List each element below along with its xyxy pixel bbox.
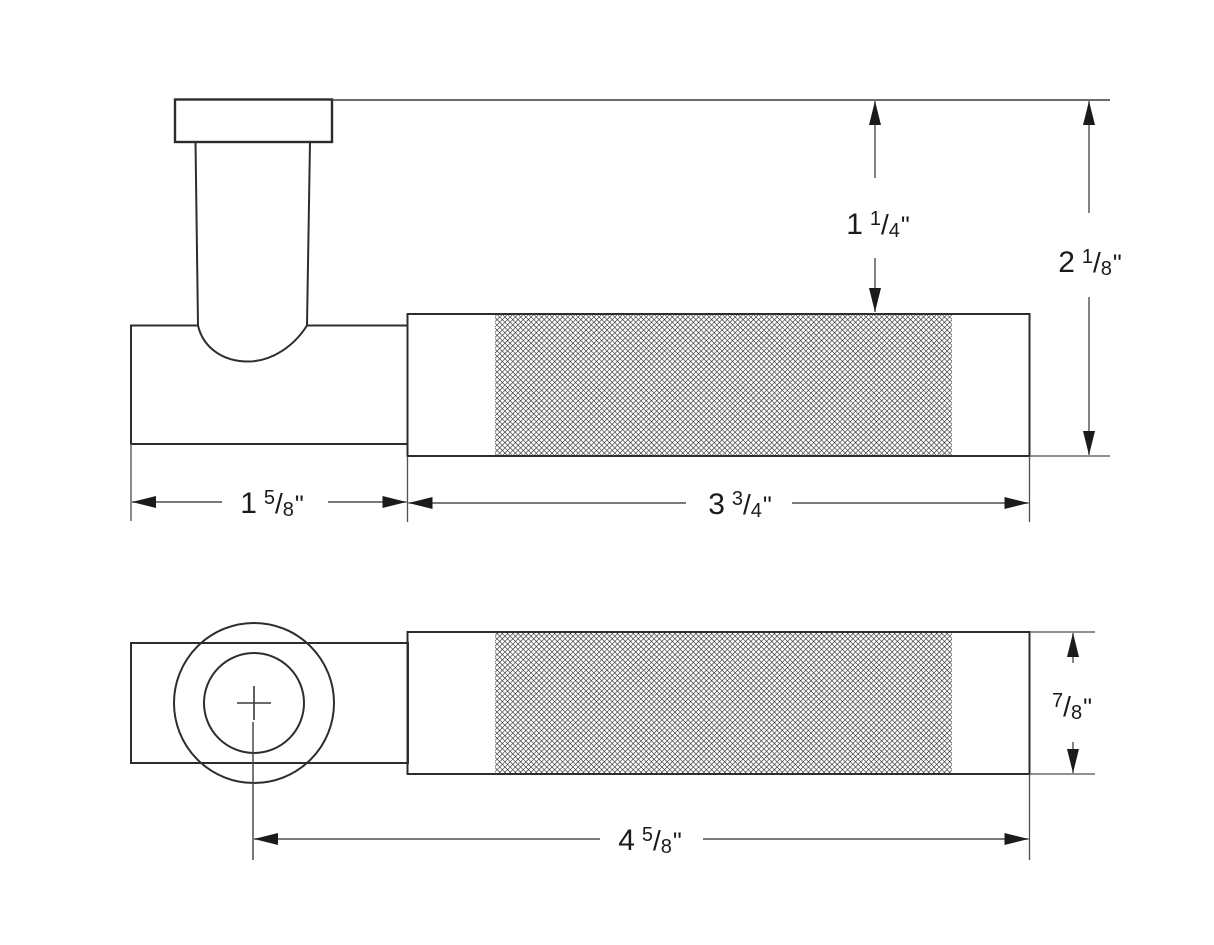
knurl-texture-top xyxy=(495,633,952,773)
dim-grip-diameter: 7/8" xyxy=(1052,633,1092,773)
rose-inner-circle xyxy=(203,652,305,754)
lever-neck xyxy=(194,141,311,363)
top-view xyxy=(130,622,1031,784)
grip-bar-side xyxy=(406,313,1031,457)
knurl-texture-side xyxy=(495,315,952,455)
side-view xyxy=(130,98,1031,457)
mount-plate xyxy=(173,98,334,144)
extension-lines xyxy=(130,99,1110,860)
rose-outer-circle xyxy=(173,622,335,784)
base-body-side xyxy=(130,324,407,445)
center-crosshair-icon xyxy=(237,686,271,720)
grip-bar-top xyxy=(406,631,1031,775)
dim-label-grip-diameter: 7/8" xyxy=(1052,690,1092,724)
